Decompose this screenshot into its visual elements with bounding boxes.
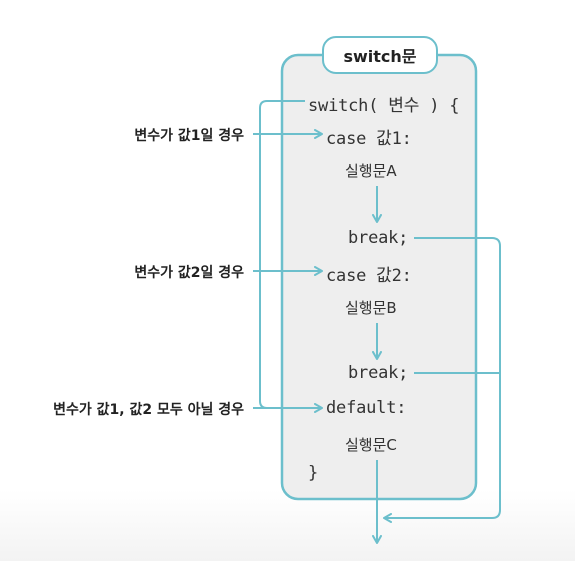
statement-a: 실행문A [345, 162, 397, 180]
break2-label: break; [348, 363, 409, 383]
condition-value1: 변수가 값1일 경우 [134, 128, 244, 144]
break1-label: break; [348, 228, 409, 248]
background-gradient [0, 490, 575, 561]
condition-value2: 변수가 값2일 경우 [134, 265, 244, 281]
default-label: default: [326, 398, 407, 418]
switch-statement: switch( 변수 ) { [308, 96, 460, 116]
statement-b: 실행문B [345, 299, 397, 317]
case1-label: case 값1: [326, 129, 412, 149]
case2-label: case 값2: [326, 266, 412, 286]
statement-c: 실행문C [345, 436, 397, 454]
condition-default: 변수가 값1, 값2 모두 아닐 경우 [53, 402, 244, 418]
title-badge: switch문 [322, 36, 438, 74]
closing-brace: } [308, 463, 319, 483]
break1-jump-line [383, 237, 501, 523]
